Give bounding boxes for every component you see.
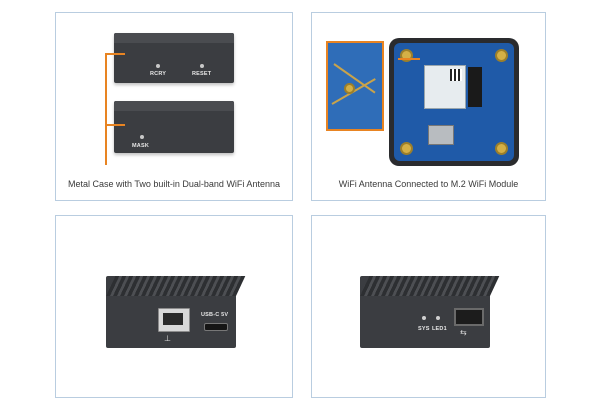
ethernet-port (158, 308, 190, 332)
usb-icon: ⇆ (460, 328, 467, 337)
sd-card-slot (428, 125, 454, 145)
network-icon: ⊥ (164, 334, 171, 343)
photo-panel-metal-case: RCRY RESET MASK Metal Case with Two buil… (55, 12, 293, 201)
case-lid (114, 101, 234, 111)
mask-led (140, 135, 144, 139)
antenna-connector (344, 83, 355, 94)
mini-pc-ethernet-side: USB-C 5V ⊥ (106, 276, 246, 348)
usb-a-port (454, 308, 484, 326)
m2-wifi-module (424, 65, 466, 109)
pcb (394, 43, 514, 161)
led1-label: LED1 (432, 326, 447, 332)
rj45-socket (163, 313, 183, 325)
antenna-zoom-inset (326, 41, 384, 131)
reset-label: RESET (192, 71, 212, 77)
mask-label: MASK (132, 143, 149, 149)
qr-code (450, 69, 462, 81)
m2-slot (468, 67, 482, 107)
antenna-highlight-connector-top (105, 53, 125, 55)
metal-case-bottom-unit: MASK (114, 101, 234, 153)
metal-case-top-unit: RCRY RESET (114, 33, 234, 83)
usb-c-port (204, 323, 228, 331)
photo-panel-usb-view: SYS LED1 ⇆ (311, 215, 546, 398)
mounting-hole (495, 49, 508, 62)
panel-caption: WiFi Antenna Connected to M.2 WiFi Modul… (338, 179, 519, 189)
panel-caption: Metal Case with Two built-in Dual-band W… (68, 179, 280, 189)
antenna-highlight-connector-bottom (105, 124, 125, 126)
rcry-led (156, 64, 160, 68)
sys-label: SYS (418, 326, 430, 332)
zoom-highlight-box (398, 58, 420, 60)
mounting-hole (400, 49, 413, 62)
photo-panel-wifi-module: WiFi Antenna Connected to M.2 WiFi Modul… (311, 12, 546, 201)
usb-c-label: USB-C 5V (201, 312, 229, 318)
antenna-highlight-line (105, 53, 107, 165)
case-lid (114, 33, 234, 43)
sys-led (422, 316, 426, 320)
photo-panel-ethernet-view: USB-C 5V ⊥ (55, 215, 293, 398)
mounting-hole (495, 142, 508, 155)
reset-led (200, 64, 204, 68)
heatsink-fins (106, 276, 246, 296)
heatsink-fins (360, 276, 500, 296)
led1 (436, 316, 440, 320)
rcry-label: RCRY (150, 71, 167, 77)
mini-pc-usb-side: SYS LED1 ⇆ (360, 276, 500, 348)
device-board-top-view (389, 38, 519, 166)
mounting-hole (400, 142, 413, 155)
